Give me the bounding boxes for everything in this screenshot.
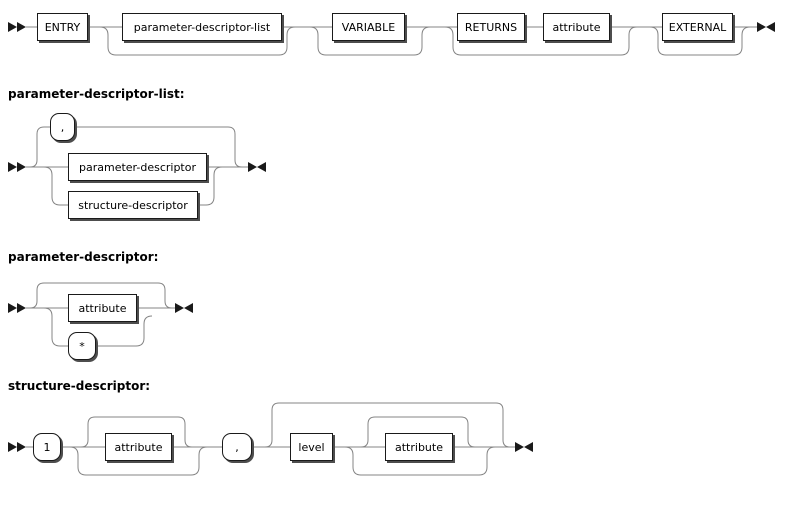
node-returns-attribute: attribute bbox=[543, 13, 610, 41]
end-arrow-icon bbox=[757, 22, 766, 32]
repeat-loop-right bbox=[75, 126, 243, 168]
repeat-loop bbox=[29, 282, 173, 309]
node-parameter-descriptor-list: parameter-descriptor-list bbox=[122, 13, 282, 41]
start-arrow-icon bbox=[8, 442, 17, 452]
railroad-diagram-parameter-descriptor: attribute * bbox=[0, 270, 220, 370]
bypass-external bbox=[649, 26, 751, 56]
start-arrow-icon bbox=[17, 162, 26, 172]
start-arrow-icon bbox=[8, 303, 17, 313]
repeat-loop-left bbox=[29, 126, 50, 168]
node-attribute-second: attribute bbox=[385, 433, 453, 461]
node-attribute-first: attribute bbox=[105, 433, 172, 461]
section-heading-parameter-descriptor-list: parameter-descriptor-list: bbox=[8, 87, 185, 101]
end-arrow-icon bbox=[766, 22, 775, 32]
rail-lines bbox=[8, 402, 533, 476]
start-arrow-icon bbox=[8, 22, 17, 32]
node-variable-keyword: VARIABLE bbox=[332, 13, 405, 41]
node-comma-separator: , bbox=[222, 433, 252, 461]
node-external-keyword: EXTERNAL bbox=[662, 13, 733, 41]
railroad-diagram-entry-rule: ENTRY parameter-descriptor-list VARIABLE… bbox=[0, 0, 800, 70]
rail-lines bbox=[8, 22, 775, 56]
end-arrow-icon bbox=[515, 442, 524, 452]
start-arrow-icon bbox=[17, 22, 26, 32]
repeat-loop-first-attribute bbox=[80, 416, 193, 448]
section-heading-parameter-descriptor: parameter-descriptor: bbox=[8, 250, 159, 264]
bypass-second-attribute bbox=[344, 446, 496, 476]
alt-branch-down bbox=[43, 166, 68, 206]
node-entry-keyword: ENTRY bbox=[37, 13, 88, 41]
node-level: level bbox=[290, 433, 333, 461]
alt-branch-return bbox=[198, 166, 223, 206]
node-level-one-literal: 1 bbox=[33, 433, 61, 461]
end-arrow-icon bbox=[175, 303, 184, 313]
bypass-variable bbox=[309, 26, 431, 56]
rail-lines bbox=[8, 282, 193, 347]
repeat-loop-second-attribute bbox=[360, 416, 476, 448]
start-arrow-icon bbox=[17, 442, 26, 452]
start-arrow-icon bbox=[8, 162, 17, 172]
bypass-first-attribute bbox=[69, 446, 208, 476]
railroad-diagram-structure-descriptor: 1 attribute , level attribute bbox=[0, 395, 560, 500]
section-heading-structure-descriptor: structure-descriptor: bbox=[8, 379, 151, 393]
node-structure-descriptor: structure-descriptor bbox=[68, 191, 198, 219]
alt-branch-return bbox=[96, 315, 153, 347]
repeat-loop-level-group bbox=[264, 402, 511, 448]
node-asterisk: * bbox=[68, 332, 96, 360]
end-arrow-icon bbox=[524, 442, 533, 452]
railroad-diagram-parameter-descriptor-list: , parameter-descriptor structure-descrip… bbox=[0, 110, 320, 240]
bypass-returns-attribute bbox=[444, 26, 638, 56]
rail-lines bbox=[8, 126, 266, 206]
end-arrow-icon bbox=[248, 162, 257, 172]
end-arrow-icon bbox=[184, 303, 193, 313]
alt-branch-down bbox=[43, 307, 68, 347]
start-arrow-icon bbox=[17, 303, 26, 313]
node-returns-keyword: RETURNS bbox=[457, 13, 525, 41]
end-arrow-icon bbox=[257, 162, 266, 172]
node-parameter-descriptor: parameter-descriptor bbox=[68, 153, 207, 181]
node-comma-separator: , bbox=[50, 113, 75, 141]
node-attribute: attribute bbox=[68, 294, 137, 322]
bypass-parameter-descriptor-list bbox=[99, 26, 296, 56]
